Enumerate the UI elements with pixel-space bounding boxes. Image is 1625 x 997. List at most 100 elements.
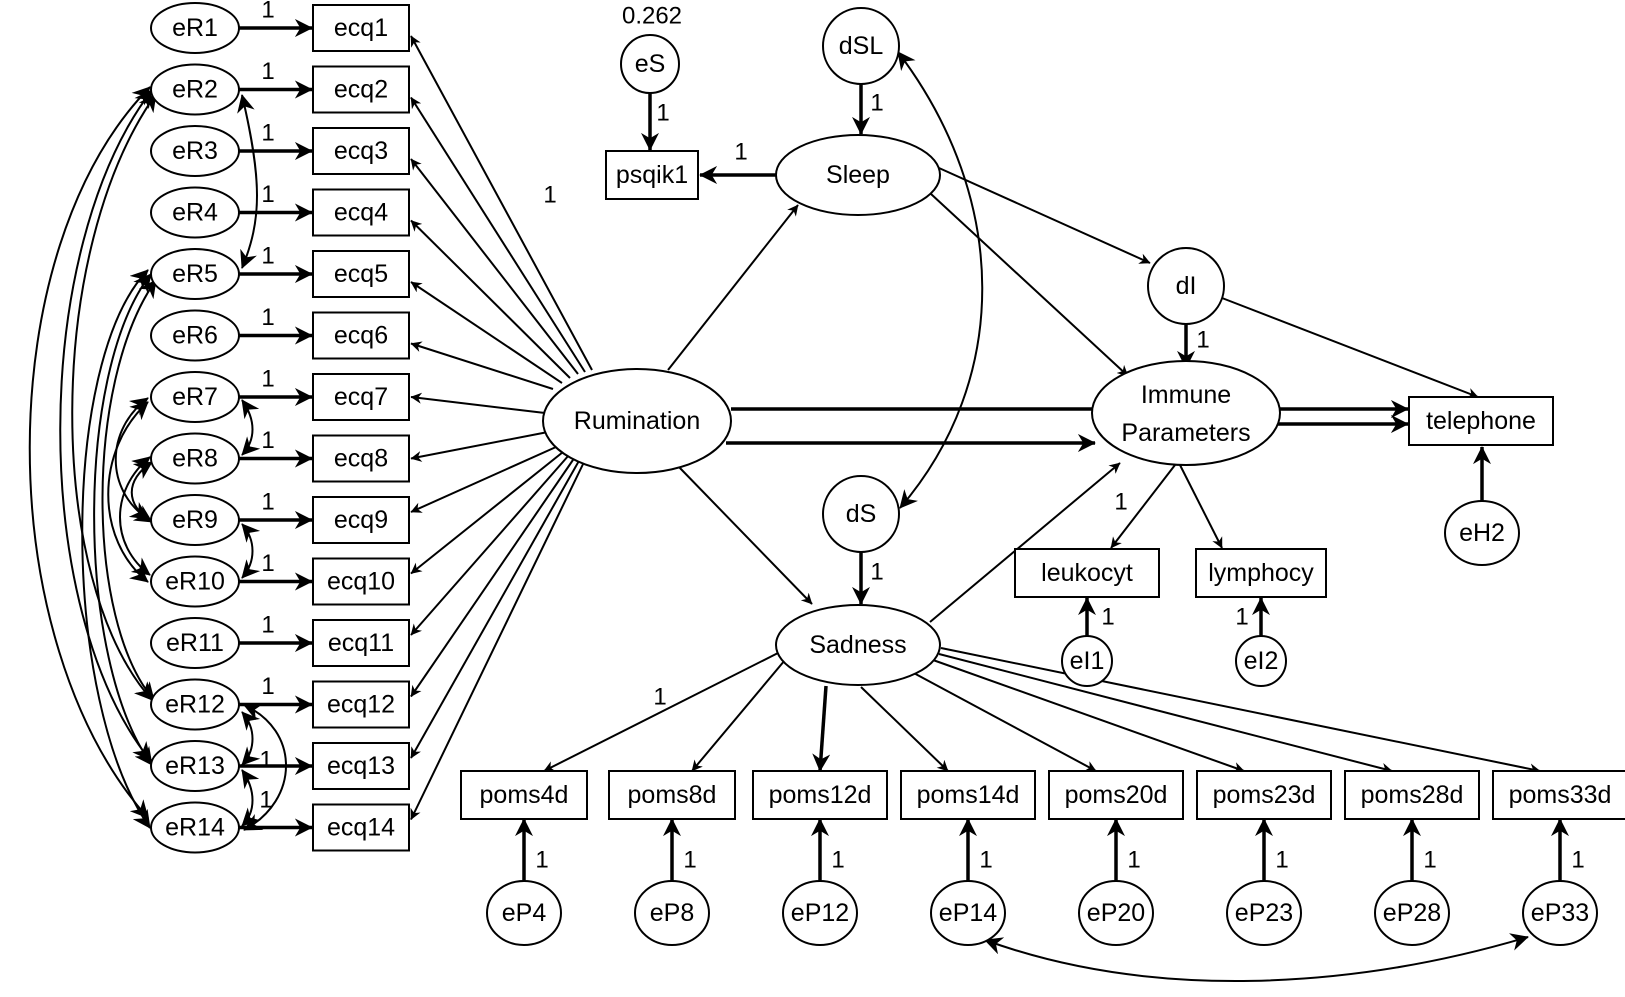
node-ecq2[interactable]: ecq2 xyxy=(312,65,410,114)
node-shape xyxy=(312,557,410,606)
node-shape xyxy=(1444,500,1520,566)
node-poms28d[interactable]: poms28d xyxy=(1344,770,1480,820)
path-Sadness-to-poms12d xyxy=(812,685,831,772)
node-shape xyxy=(634,880,710,946)
node-ecq10[interactable]: ecq10 xyxy=(312,557,410,606)
node-ecq13[interactable]: ecq13 xyxy=(312,742,410,790)
coef-label: 1 xyxy=(543,182,556,209)
node-poms33d[interactable]: poms33d xyxy=(1492,770,1625,820)
node-ep12[interactable]: eP12 xyxy=(782,880,858,946)
path-Rumination-to-ecq9 xyxy=(410,446,557,513)
node-er9[interactable]: eR9 xyxy=(150,494,240,546)
path-Rumination-to-ecq1 xyxy=(410,35,593,371)
node-lymphocy[interactable]: lymphocy xyxy=(1195,548,1327,598)
node-ecq14[interactable]: ecq14 xyxy=(312,803,410,852)
node-label: dS xyxy=(846,500,877,528)
node-ecq9[interactable]: ecq9 xyxy=(312,496,410,544)
node-ecq5[interactable]: ecq5 xyxy=(312,250,410,298)
node-label: telephone xyxy=(1426,407,1536,435)
node-ei2[interactable]: eI2 xyxy=(1235,635,1287,687)
node-shape xyxy=(150,2,240,54)
node-ep33[interactable]: eP33 xyxy=(1522,880,1598,946)
node-label: eP4 xyxy=(502,899,547,927)
node-ep23[interactable]: eP23 xyxy=(1226,880,1302,946)
coef-label: 1 xyxy=(870,90,883,117)
node-er12[interactable]: eR12 xyxy=(150,678,240,731)
node-shape xyxy=(1522,880,1598,946)
node-ep28[interactable]: eP28 xyxy=(1374,880,1450,946)
node-shape xyxy=(150,555,240,608)
node-er10[interactable]: eR10 xyxy=(150,555,240,608)
node-shape xyxy=(620,34,680,94)
node-ecq11[interactable]: ecq11 xyxy=(312,619,410,667)
path-Rumination-to-Sleep xyxy=(667,204,799,371)
path-Sleep-to-Immune xyxy=(930,193,1129,377)
node-er1[interactable]: eR1 xyxy=(150,2,240,54)
node-ep14[interactable]: eP14 xyxy=(930,880,1006,946)
node-label: poms23d xyxy=(1213,781,1316,809)
node-poms23d[interactable]: poms23d xyxy=(1196,770,1332,820)
node-poms20d[interactable]: poms20d xyxy=(1048,770,1184,820)
node-ecq7[interactable]: ecq7 xyxy=(312,373,410,421)
node-er7[interactable]: eR7 xyxy=(150,371,240,423)
node-leukocyt[interactable]: leukocyt xyxy=(1014,548,1160,598)
node-label: Sleep xyxy=(826,161,890,189)
cov-eR9-eR10 xyxy=(241,523,261,579)
node-er4[interactable]: eR4 xyxy=(150,186,240,239)
coef-label: 1 xyxy=(1114,489,1127,516)
node-sadness[interactable]: Sadness xyxy=(775,604,941,686)
node-shape xyxy=(1048,770,1184,820)
node-ecq4[interactable]: ecq4 xyxy=(312,188,410,237)
node-label: poms12d xyxy=(769,781,872,809)
node-er2[interactable]: eR2 xyxy=(150,63,240,116)
node-di[interactable]: dI xyxy=(1147,247,1225,325)
node-er6[interactable]: eR6 xyxy=(150,309,240,362)
node-label: Immune xyxy=(1141,381,1231,409)
coef-label: 1 xyxy=(261,612,274,639)
node-eh2[interactable]: eH2 xyxy=(1444,500,1520,566)
node-poms4d[interactable]: poms4d xyxy=(460,770,588,820)
node-sleep[interactable]: Sleep xyxy=(775,134,941,216)
node-ep8[interactable]: eP8 xyxy=(634,880,710,946)
node-ecq1[interactable]: ecq1 xyxy=(312,4,410,52)
node-poms12d[interactable]: poms12d xyxy=(752,770,888,820)
node-shape xyxy=(775,134,941,216)
node-ei1[interactable]: eI1 xyxy=(1061,635,1113,687)
node-shape xyxy=(1195,548,1327,598)
node-telephone[interactable]: telephone xyxy=(1408,396,1554,446)
node-label: psqik1 xyxy=(616,161,688,189)
node-es[interactable]: eS xyxy=(620,34,680,94)
coef-label: 1 xyxy=(535,847,548,874)
node-er3[interactable]: eR3 xyxy=(150,125,240,177)
node-label: poms14d xyxy=(917,781,1020,809)
node-ep4[interactable]: eP4 xyxy=(486,880,562,946)
node-er5[interactable]: eR5 xyxy=(150,248,240,300)
node-er14[interactable]: eR14 xyxy=(150,801,240,854)
node-ds[interactable]: dS xyxy=(822,475,900,553)
coef-label: 1 xyxy=(261,120,274,147)
node-shape xyxy=(150,801,240,854)
node-ep20[interactable]: eP20 xyxy=(1078,880,1154,946)
node-ecq12[interactable]: ecq12 xyxy=(312,680,410,729)
coef-label: 1 xyxy=(261,366,274,393)
node-shape xyxy=(312,680,410,729)
node-ecq8[interactable]: ecq8 xyxy=(312,434,410,483)
node-poms14d[interactable]: poms14d xyxy=(900,770,1036,820)
cov-eR7-eR9 xyxy=(114,397,149,520)
node-ecq6[interactable]: ecq6 xyxy=(312,311,410,360)
node-shape xyxy=(1147,247,1225,325)
node-er13[interactable]: eR13 xyxy=(150,740,240,792)
node-poms8d[interactable]: poms8d xyxy=(608,770,736,820)
node-er8[interactable]: eR8 xyxy=(150,432,240,485)
node-label: ecq8 xyxy=(334,445,388,473)
node-er11[interactable]: eR11 xyxy=(150,617,240,669)
node-shape xyxy=(900,770,1036,820)
cov-eP14-eP33 xyxy=(984,933,1529,982)
path-Sadness-to-poms28d xyxy=(938,653,1393,774)
node-psqik1[interactable]: psqik1 xyxy=(605,150,699,200)
node-ecq3[interactable]: ecq3 xyxy=(312,127,410,175)
node-shape xyxy=(150,494,240,546)
node-rumination[interactable]: Rumination xyxy=(542,368,732,474)
node-dsl[interactable]: dSL xyxy=(822,7,900,85)
